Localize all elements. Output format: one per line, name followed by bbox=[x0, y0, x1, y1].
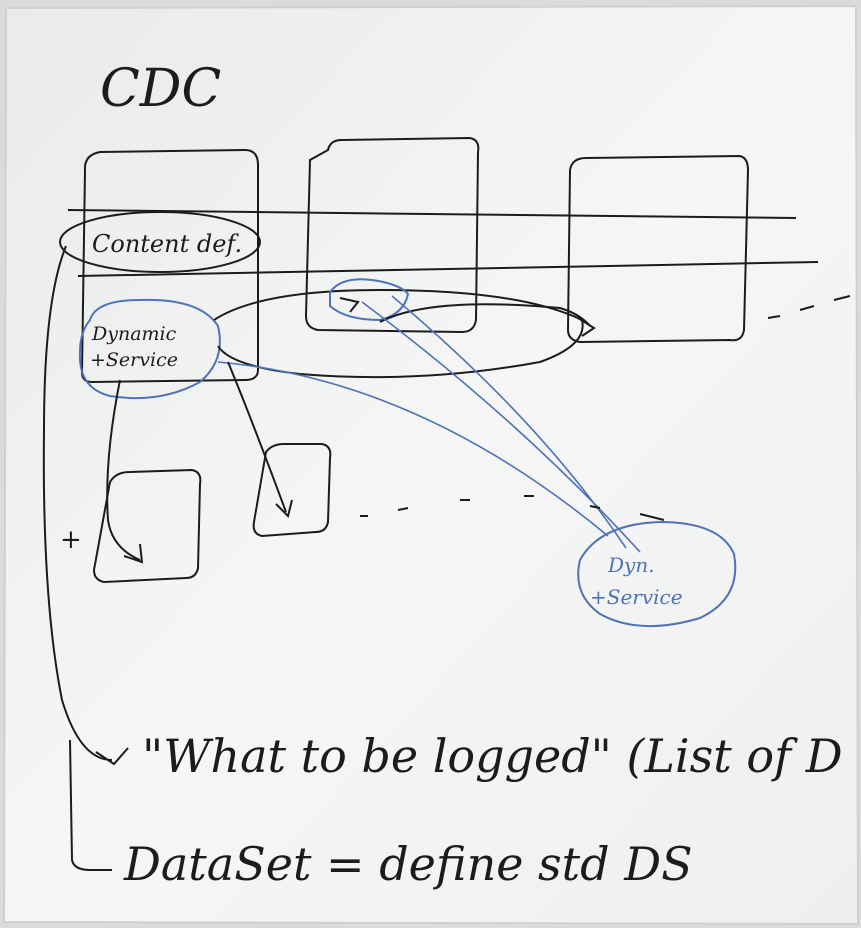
dynamic-service-line2: +Service bbox=[90, 349, 178, 371]
dyn-service-line1: Dyn. bbox=[607, 553, 655, 577]
dataset-text: DataSet = define std DS bbox=[123, 837, 693, 891]
plus-mark: + bbox=[60, 525, 82, 555]
left-bracket bbox=[42, 245, 113, 871]
right-dashes bbox=[767, 295, 851, 319]
dynamic-service-circle bbox=[78, 298, 221, 400]
dynamic-service-line1: Dynamic bbox=[91, 323, 177, 345]
box3-arrow bbox=[379, 303, 596, 337]
lower-dashes bbox=[360, 495, 665, 521]
dyn-service-line2: +Service bbox=[590, 585, 683, 609]
box-2 bbox=[304, 136, 480, 334]
arrow-to-text bbox=[95, 747, 129, 766]
lower-boxes bbox=[92, 443, 332, 584]
box-3 bbox=[566, 154, 750, 344]
dyn-service-circle bbox=[577, 520, 737, 628]
box2-blue-loop bbox=[329, 278, 410, 322]
content-def-label: Content def. bbox=[92, 230, 242, 258]
what-to-be-logged-text: "What to be logged" (List of D . . . ) bbox=[142, 729, 861, 783]
lower-arrows bbox=[106, 361, 293, 564]
paper-sheet bbox=[2, 4, 860, 926]
blue-links bbox=[217, 295, 641, 553]
box2-arrow bbox=[339, 297, 360, 313]
service-oval bbox=[213, 288, 584, 379]
content-def-ellipse bbox=[59, 211, 261, 273]
title-cdc: CDC bbox=[100, 59, 221, 119]
